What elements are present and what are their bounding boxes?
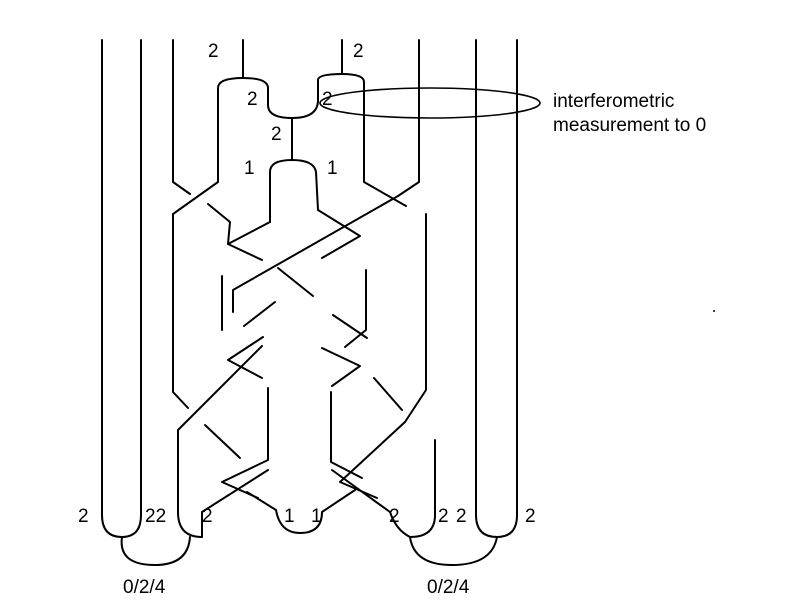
braid-cross-2 (227, 221, 271, 261)
strand-left-long (172, 39, 191, 195)
label-bottom-5: 1 (311, 506, 322, 527)
braid-cross-4 (277, 267, 314, 297)
braid-cross-14 (373, 377, 403, 411)
braid-cross-17 (201, 469, 269, 538)
braid-cross-19 (246, 489, 356, 534)
cap-fork (269, 159, 319, 223)
annotation-line-1: interferometric (553, 91, 675, 112)
label-bottom-3: 2 (202, 506, 213, 527)
label-outcome-left: 0/2/4 (123, 577, 166, 598)
strand-second-right (496, 39, 518, 538)
braid-cross-1 (232, 195, 399, 313)
cap-upper-left (217, 77, 269, 183)
label-bottom-9: 2 (525, 506, 536, 527)
label-fork-right: 1 (327, 158, 338, 179)
label-cup-right: 2 (322, 89, 333, 110)
label-bottom-7: 2 (438, 506, 449, 527)
braid-cross-7 (332, 314, 368, 339)
cup-bottom-left (120, 536, 191, 566)
braid-cross-9 (243, 301, 276, 327)
label-bottom-4: 1 (284, 506, 295, 527)
strand-outer-left (101, 39, 123, 538)
cup-bottom-right (409, 536, 498, 566)
cap-upper-right (317, 73, 365, 169)
braid-cross-6 (344, 269, 367, 348)
braid-cross-11 (177, 345, 263, 538)
braid-cross-15 (339, 421, 406, 499)
measurement-loop (319, 87, 541, 119)
label-fork-left: 1 (244, 158, 255, 179)
label-outcome-right: 0/2/4 (427, 577, 470, 598)
label-bottom-6: 2 (389, 506, 400, 527)
label-cup-left: 2 (247, 89, 258, 110)
braid-cross-12 (221, 387, 269, 499)
strand-right-inner (404, 213, 427, 423)
braid-cross-3 (317, 209, 361, 259)
label-bottom-2: 22 (145, 506, 167, 527)
braid-cross-18 (331, 469, 411, 538)
label-mid: 2 (271, 124, 282, 145)
label-bottom-8: 2 (456, 506, 467, 527)
braid-cross-13 (330, 391, 363, 479)
strand-outer-right (475, 39, 498, 538)
strand-right-lower (409, 439, 436, 538)
annotation-text: interferometric measurement to 0 (553, 90, 706, 138)
strand-second-left (121, 39, 142, 538)
strand-right-diag-upper (363, 167, 407, 207)
label-top-left: 2 (208, 41, 219, 62)
cup-fusion (267, 99, 319, 119)
label-bottom-1: 2 (78, 506, 89, 527)
annotation-line-2: measurement to 0 (553, 115, 707, 136)
strand-left-cross-b (207, 203, 231, 245)
label-top-right: 2 (353, 41, 364, 62)
braid-cross-8 (227, 336, 264, 379)
strand-left-cross-a (172, 181, 219, 409)
braid-cross-10 (321, 347, 361, 387)
stray-dot (713, 310, 715, 312)
braid-cross-16 (204, 424, 241, 459)
